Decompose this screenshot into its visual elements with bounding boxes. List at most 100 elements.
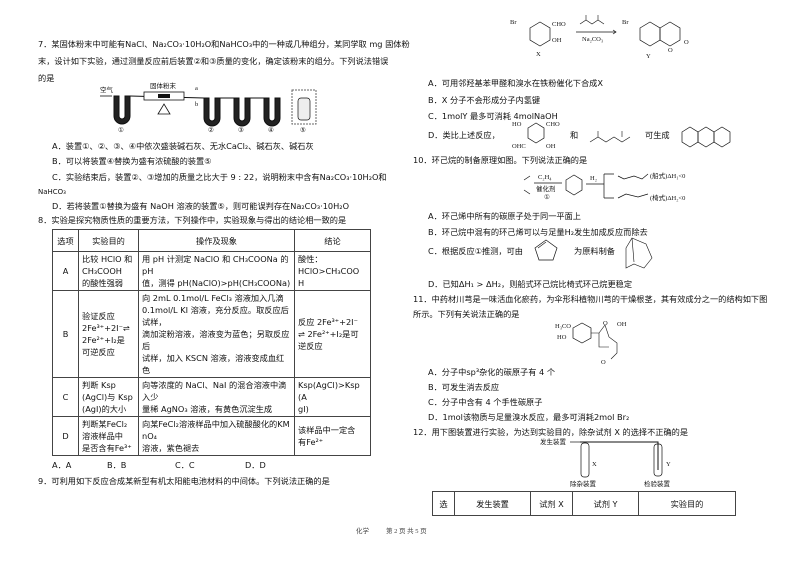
h2-label: H₂ <box>590 175 597 182</box>
q7-option-c: C．实验结束后，装置②、③增加的质量之比大于 9 : 22，说明粉末中含有Na₂… <box>52 172 387 182</box>
reagent-na2co3: Na₂CO₃ <box>582 36 603 43</box>
boat-label: (船式)ΔH₁<0 <box>650 171 685 180</box>
q11-structure: H₃CO HO O OH O <box>555 320 627 366</box>
q12-apparatus-diagram: 发生装置 X Y 除杂装置 检验装置 <box>540 437 671 488</box>
q9-option-d-and: 和 <box>570 130 579 140</box>
q11-stem-line1: 11．中药材川芎是一味活血化瘀药，为伞形科植物川芎的干燥根茎，其有效成分之一的结… <box>413 294 768 304</box>
q8-block: 8．实验是探究物质性质的重要方法，下列操作中，实验现象与得出的结论相一致的是 选… <box>38 214 400 488</box>
q7-apparatus-diagram: 空气 固体粉末 a b ① ② ③ ④ ⑤ <box>100 81 317 134</box>
ho: HO <box>557 334 567 341</box>
d-cho: CHO <box>546 121 560 128</box>
header-reagent-y: 试剂 Y <box>572 491 639 516</box>
q10-option-d: D．已知ΔH₁ > ΔH₂，则船式环己烷比椅式环己烷更稳定 <box>428 279 633 289</box>
chair-label: (椅式)ΔH₂<0 <box>650 193 685 202</box>
q8-choice-b: B．B <box>107 460 127 470</box>
q10-reaction-scheme: C₂H₄ 催化剂 ① H₂ (船式)ΔH₁<0 (椅式)ΔH₂<0 <box>523 171 685 202</box>
step-1-label: ① <box>544 193 550 201</box>
y-br: Br <box>622 19 629 26</box>
row-option: D <box>52 416 79 456</box>
device-1-label: ① <box>118 126 124 134</box>
q12-table: 选 发生装置 试剂 X 试剂 Y 实验目的 <box>432 491 736 516</box>
x-cho: CHO <box>552 21 566 28</box>
x-label: X <box>536 51 541 58</box>
reagent-c2h4: C₂H₄ <box>538 174 552 181</box>
x-br: Br <box>510 19 517 26</box>
header-option: 选项 <box>52 229 79 252</box>
y-label: Y <box>646 53 651 60</box>
reagent-x-label: X <box>592 461 597 468</box>
d-oh: OH <box>546 143 556 150</box>
q9-option-d-prefix: D．类比上述反应， <box>428 130 500 140</box>
q9-option-a: A．可用邻羟基苯甲醛和溴水在铁粉催化下合成X <box>428 78 603 88</box>
q10-stem: 10．环己烷的制备原理如图。下列说法正确的是 <box>413 155 588 165</box>
device-4-label: ④ <box>268 126 274 134</box>
q8-choice-d: D．D <box>245 460 266 470</box>
row-option: C <box>52 377 79 417</box>
generator-label: 发生装置 <box>540 437 567 446</box>
row-operation: 向等浓度的 NaCl、NaI 的混合溶液中滴入少量稀 AgNO₃ 溶液，有黄色沉… <box>138 377 295 417</box>
remove-device-label: 除杂装置 <box>570 479 597 488</box>
header-option: 选 <box>432 491 455 516</box>
row-conclusion: 反应 2Fe³⁺+2I⁻⇌ 2Fe²⁺+I₂是可逆反应 <box>294 290 371 378</box>
q7-option-b: B．可以将装置④替换为盛有浓硫酸的装置⑤ <box>52 156 212 166</box>
q9-option-d-structures: HO CHO OHC OH <box>512 121 731 150</box>
q10-option-b: B．环己烷中混有的环己烯可以与足量H₂发生加成反应而除去 <box>428 227 648 237</box>
y-ring-o: O <box>668 47 673 54</box>
d-ohc: OHC <box>512 143 526 150</box>
valve-a-label: a <box>195 85 198 92</box>
q8-choice-a: A．A <box>52 460 72 470</box>
q10-option-c-structures <box>534 237 653 269</box>
d-ho: HO <box>512 121 522 128</box>
footer-subject: 化学 <box>356 528 369 535</box>
q11-option-a: A．分子中sp³杂化的碳原子有 4 个 <box>428 367 556 377</box>
q11-option-d: D．1mol该物质与足量溴水反应，最多可消耗2mol Br₂ <box>428 412 630 422</box>
q11-stem-line2: 所示。下列有关说法正确的是 <box>413 309 520 319</box>
header-reagent-x: 试剂 X <box>530 491 573 516</box>
q9-option-c: C．1molY 最多可消耗 4molNaOH <box>428 111 558 121</box>
h3co: H₃CO <box>555 323 571 330</box>
header-purpose: 实验目的 <box>78 229 139 252</box>
device-5-label: ⑤ <box>300 126 306 134</box>
x-oh: OH <box>552 37 562 44</box>
row-purpose: 判断 Ksp(AgCl)与 Ksp(AgI)的大小 <box>78 377 139 417</box>
q8-choice-c: C．C <box>175 460 195 470</box>
q10-option-c-prefix: C．根据反应①推测，可由 <box>428 246 523 256</box>
header-conclusion: 结论 <box>294 229 371 252</box>
row-option: B <box>52 290 79 378</box>
air-label: 空气 <box>100 85 114 94</box>
q10-option-a: A．环己烯中所有的碳原子处于同一平面上 <box>428 211 581 221</box>
device-2-label: ② <box>208 126 214 134</box>
q7-stem-line2: 末，设计如下实验，通过测量反应前后装置②和③质量的变化，确定该粉末的组分。下列说… <box>38 56 389 66</box>
powder-label: 固体粉末 <box>150 81 177 90</box>
q8-stem: 8．实验是探究物质性质的重要方法，下列操作中，实验现象与得出的结论相一致的是 <box>38 215 347 225</box>
table-header-row: 选 发生装置 试剂 X 试剂 Y 实验目的 <box>432 491 736 516</box>
header-operation: 操作及现象 <box>138 229 295 252</box>
q9-option-d-suffix: 可生成 <box>645 130 670 140</box>
y-carbonyl-o: O <box>684 39 689 46</box>
valve-b-label: b <box>195 101 198 108</box>
reagent-catalyst: 催化剂 <box>536 184 556 193</box>
detect-device-label: 检验装置 <box>644 479 671 488</box>
reagent-y-label: Y <box>666 461 671 468</box>
q9-stem: 9．可利用如下反应合成某新型有机太阳能电池材料的中间体。下列说法正确的是 <box>38 476 330 486</box>
q9-option-b: B．X 分子不会形成分子内氢键 <box>428 95 541 105</box>
table-header-row: 选项 实验目的 操作及现象 结论 <box>52 229 371 252</box>
device-3-label: ③ <box>238 126 244 134</box>
row-conclusion: 该样品中一定含有Fe²⁺ <box>294 416 371 456</box>
q7-stem-line1: 7．某固体粉末中可能有NaCl、Na₂CO₃·10H₂O和NaHCO₃中的一种或… <box>38 39 410 49</box>
q8-choices: A．A B．B C．C D．D <box>52 459 400 472</box>
q10-option-c-suffix: 为原料制备 <box>574 246 615 256</box>
